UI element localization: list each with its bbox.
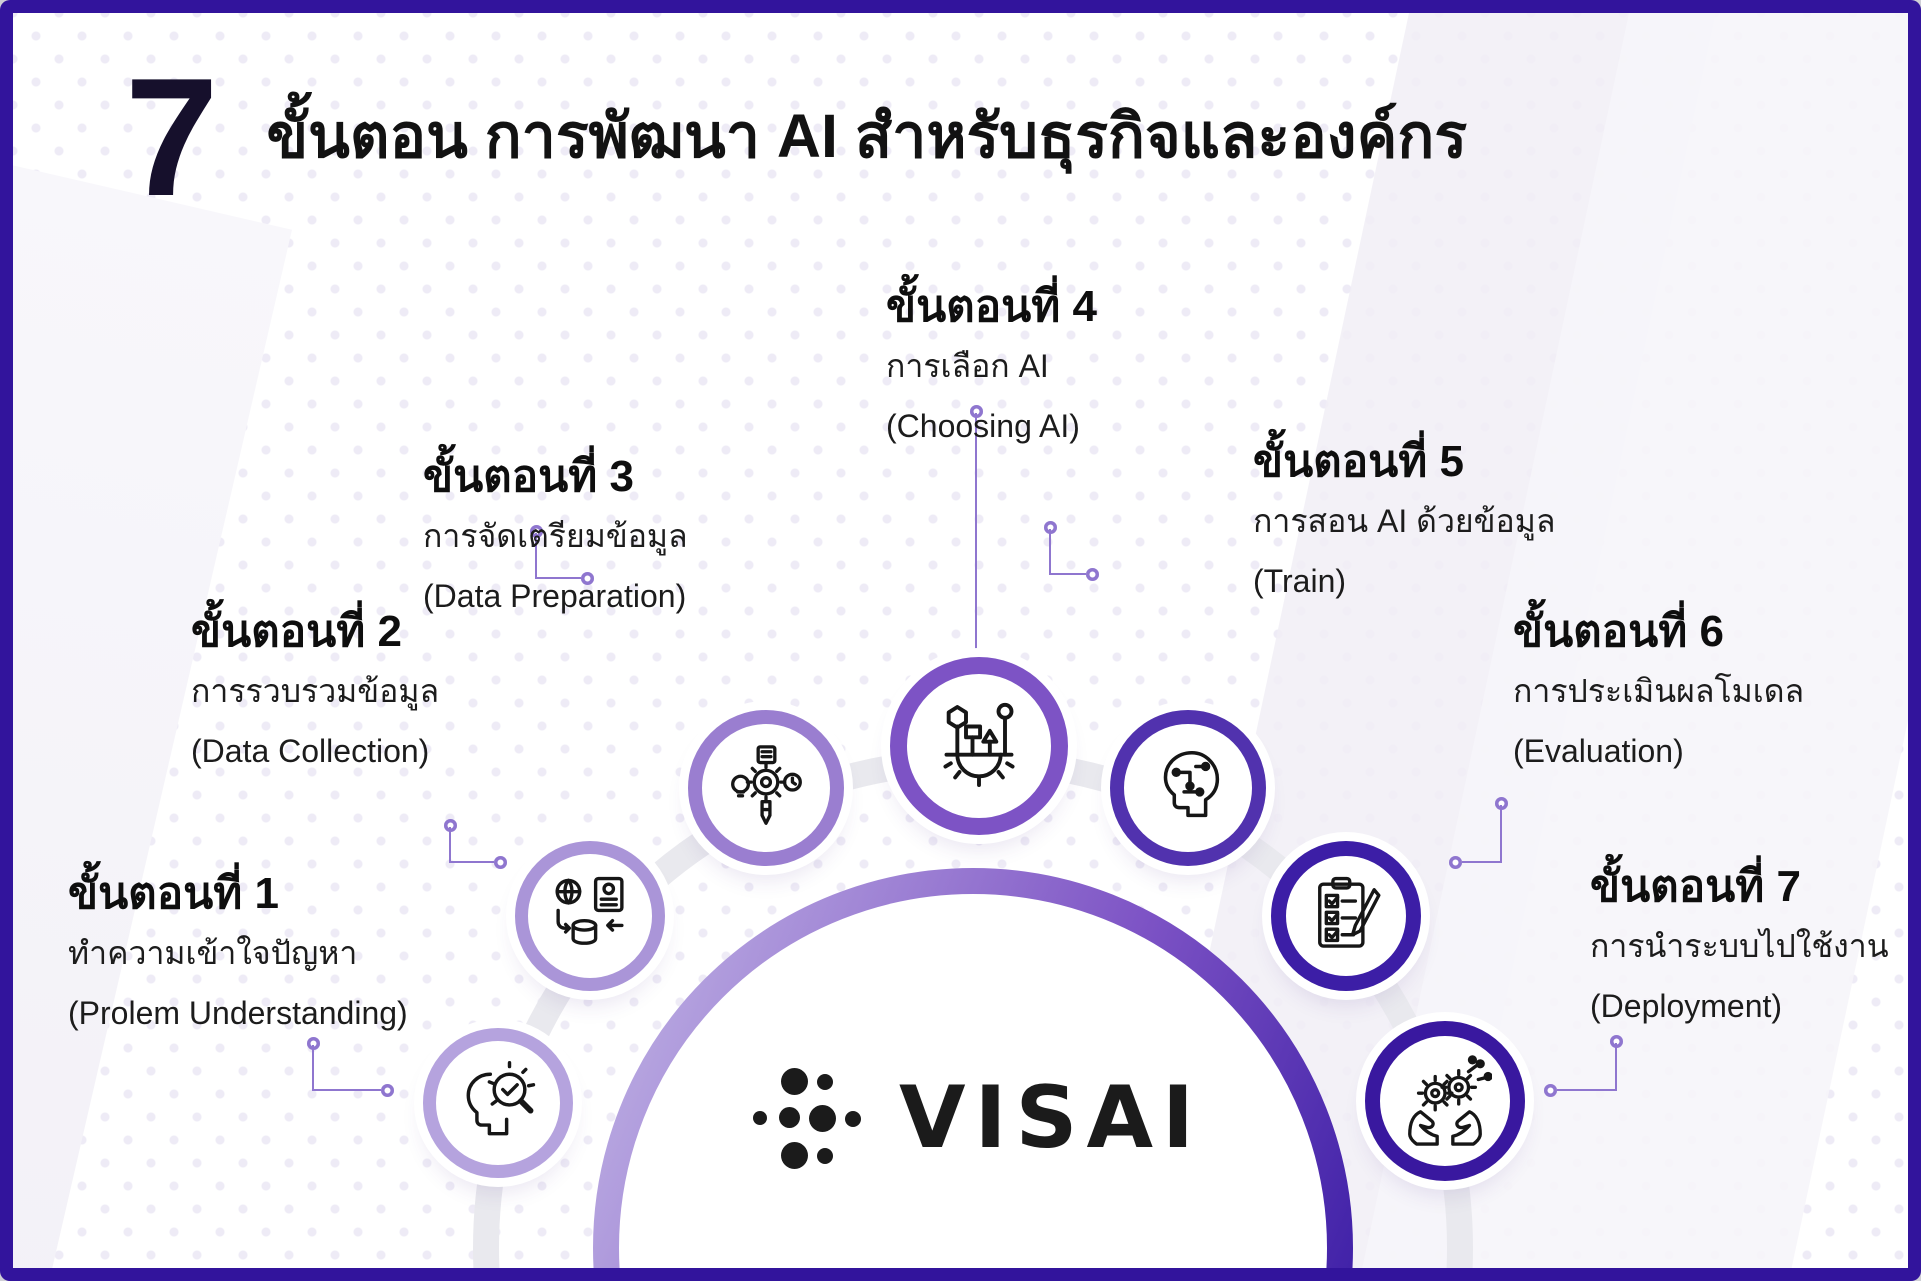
step-2-header: ขั้นตอนที่ 2 — [191, 607, 402, 656]
title-text: ขั้นตอน การพัฒนา AI สำหรับธุรกิจและองค์ก… — [266, 102, 1468, 170]
visai-logo: VISAI — [752, 1053, 1198, 1183]
step-4-title-th: การเลือก AI — [886, 348, 1049, 384]
step-1-title-th: ทำความเข้าใจปัญหา — [68, 935, 358, 971]
step-2-title-en: (Data Collection) — [191, 733, 430, 769]
step-1-title-en: (Prolem Understanding) — [68, 995, 408, 1031]
step-1-circle — [423, 1028, 573, 1178]
step-6-title-th: การประเมินผลโมเดล — [1513, 673, 1805, 709]
step-6-title-en: (Evaluation) — [1513, 733, 1684, 769]
step-7-header: ขั้นตอนที่ 7 — [1590, 862, 1801, 911]
step-3-header: ขั้นตอนที่ 3 — [423, 452, 634, 501]
step-6-circle — [1271, 841, 1421, 991]
step-7-title-en: (Deployment) — [1590, 988, 1783, 1024]
step-1-text: ขั้นตอนที่ 1 ทำความเข้าใจปัญหา (Prolem U… — [68, 865, 408, 1043]
step-4-header: ขั้นตอนที่ 4 — [886, 282, 1097, 331]
hands-gears-icon — [1408, 1055, 1492, 1146]
step-5-circle — [1110, 710, 1266, 866]
step-4-circle — [890, 657, 1068, 835]
step-3-circle — [688, 710, 844, 866]
data-sources-icon — [555, 876, 624, 945]
step-6-header: ขั้นตอนที่ 6 — [1513, 607, 1724, 656]
title-number: 7 — [125, 43, 218, 231]
step-3-title-th: การจัดเตรียมข้อมูล — [423, 518, 688, 554]
step-4-title-en: (Choosing AI) — [886, 408, 1080, 444]
central-circle — [593, 868, 1353, 1268]
step-3-title-en: (Data Preparation) — [423, 578, 687, 614]
step-7-title-th: การนำระบบไปใช้งาน — [1590, 928, 1889, 964]
step-5-title-en: (Train) — [1253, 563, 1347, 599]
step-5-header: ขั้นตอนที่ 5 — [1253, 437, 1464, 486]
step-5-title-th: การสอน AI ด้วยข้อมูล — [1253, 503, 1556, 539]
model-selection-icon — [943, 702, 1015, 787]
visai-logo-dots-icon — [752, 1062, 865, 1174]
step-3-text: ขั้นตอนที่ 3 การจัดเตรียมข้อมูล (Data Pr… — [423, 448, 688, 626]
step-6-text: ขั้นตอนที่ 6 การประเมินผลโมเดล (Evaluati… — [1513, 603, 1804, 781]
step-2-circle — [515, 841, 665, 991]
head-magnifier-icon — [466, 1061, 536, 1136]
step-2-text: ขั้นตอนที่ 2 การรวบรวมข้อมูล (Data Colle… — [191, 603, 439, 781]
step-4-text: ขั้นตอนที่ 4 การเลือก AI (Choosing AI) — [886, 278, 1097, 456]
step-7-circle — [1365, 1021, 1525, 1181]
page-title: 7 ขั้นตอน การพัฒนา AI สำหรับธุรกิจและองค… — [125, 53, 1467, 221]
step-2-title-th: การรวบรวมข้อมูล — [191, 673, 440, 709]
gear-tools-icon — [731, 745, 802, 825]
step-5-text: ขั้นตอนที่ 5 การสอน AI ด้วยข้อมูล (Train… — [1253, 433, 1555, 611]
ai-head-circuit-icon — [1163, 750, 1220, 818]
step-7-text: ขั้นตอนที่ 7 การนำระบบไปใช้งาน (Deployme… — [1590, 858, 1889, 1036]
checklist-pencil-icon — [1318, 876, 1381, 948]
visai-wordmark: VISAI — [898, 1068, 1204, 1168]
step-1-header: ขั้นตอนที่ 1 — [68, 869, 279, 918]
